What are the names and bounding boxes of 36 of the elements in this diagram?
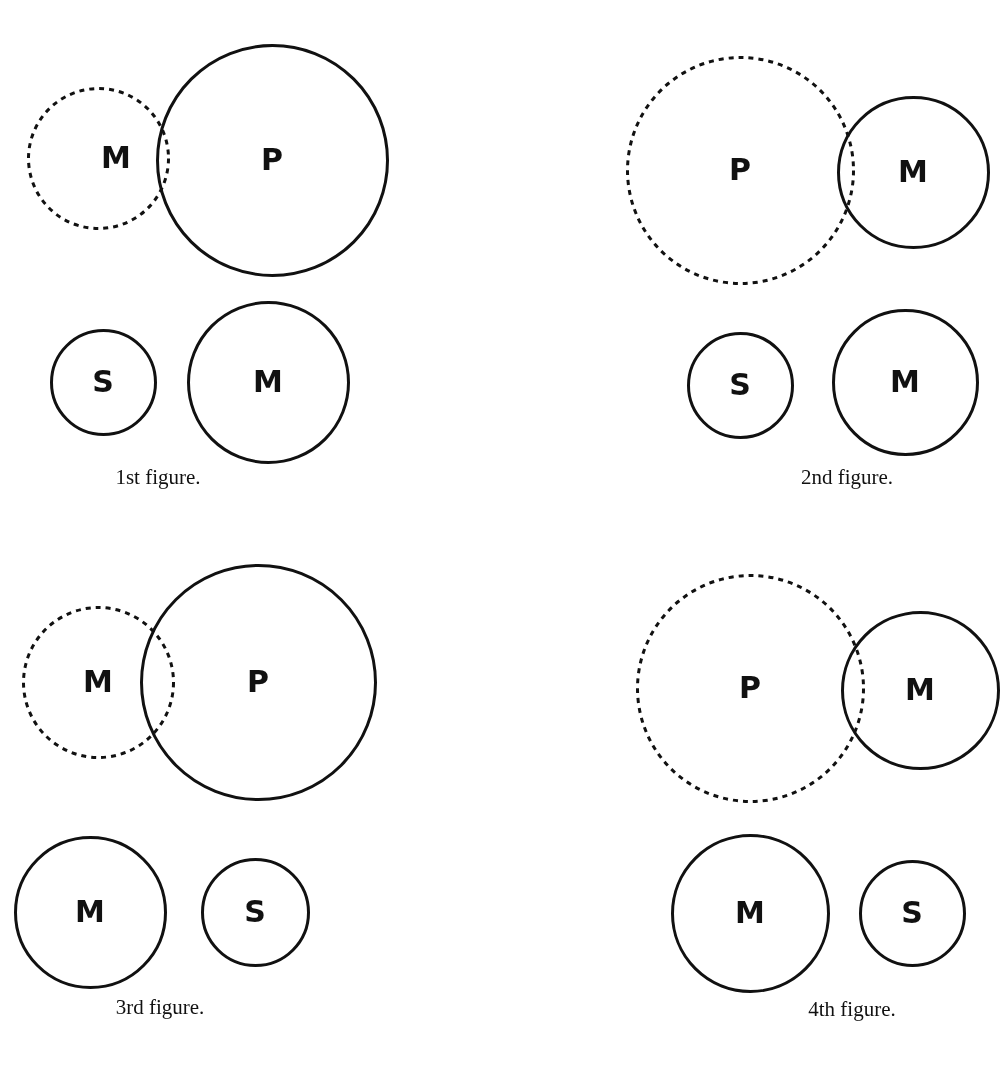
figure-caption: 1st figure.: [115, 465, 201, 490]
set-letter: S: [901, 898, 923, 928]
set-circle: [21, 605, 175, 759]
set-circle: [186, 300, 350, 464]
set-letter: M: [890, 367, 920, 397]
figure-caption: 3rd figure.: [115, 995, 205, 1020]
set-letter: P: [247, 667, 269, 697]
figure-caption: 2nd figure.: [800, 465, 894, 490]
set-circle: [49, 328, 157, 436]
set-letter: M: [75, 897, 105, 927]
set-letter: M: [905, 675, 935, 705]
set-letter: S: [244, 897, 266, 927]
set-circle: [635, 573, 865, 803]
set-letter: M: [253, 367, 283, 397]
set-letter: P: [739, 673, 761, 703]
set-letter: S: [729, 370, 751, 400]
set-circle: [670, 833, 830, 993]
set-circle: [625, 55, 855, 285]
set-letter: P: [729, 155, 751, 185]
set-letter: M: [83, 667, 113, 697]
set-circle: [26, 86, 170, 230]
set-circle: [686, 331, 794, 439]
set-circle: [139, 563, 377, 801]
set-circle: [836, 95, 990, 249]
set-letter: M: [101, 143, 131, 173]
set-letter: M: [898, 157, 928, 187]
figure-caption: 4th figure.: [808, 997, 896, 1022]
set-circle: [13, 835, 167, 989]
set-circle: [200, 857, 310, 967]
set-letter: P: [261, 145, 283, 175]
set-circle: [858, 859, 966, 967]
set-circle: [831, 308, 979, 456]
set-letter: S: [92, 367, 114, 397]
set-circle: [155, 43, 389, 277]
set-letter: M: [735, 898, 765, 928]
set-circle: [840, 610, 1000, 770]
